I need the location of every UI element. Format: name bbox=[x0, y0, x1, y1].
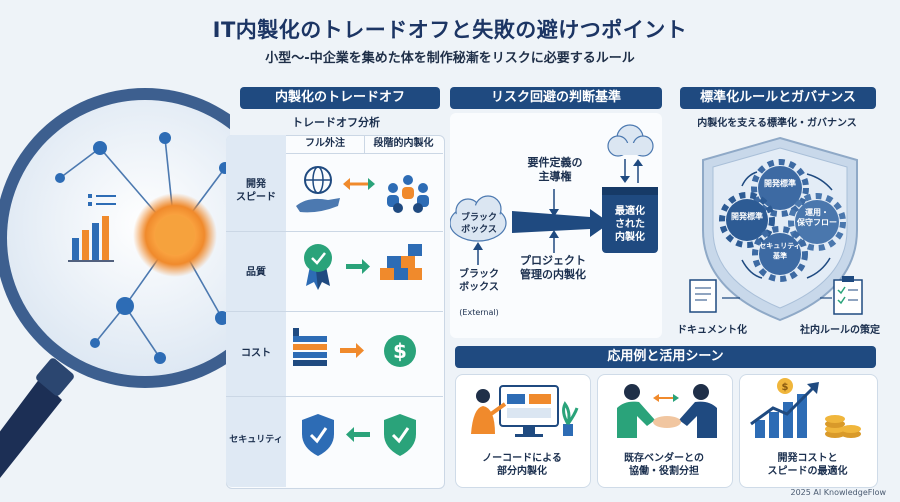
arrow-down-icon bbox=[549, 209, 559, 217]
big-arrow-icon bbox=[512, 209, 610, 237]
cloud-icon bbox=[607, 124, 654, 157]
handshake-icon bbox=[617, 384, 717, 438]
gear-icon bbox=[752, 226, 808, 282]
svg-text:$: $ bbox=[782, 382, 789, 393]
usecase-icons: $ bbox=[471, 378, 861, 438]
gear-label-dev-standard-left: 開発標準 bbox=[731, 212, 763, 221]
gear-icon bbox=[719, 192, 775, 248]
governance-document-label: ドキュメント化 bbox=[677, 325, 747, 336]
security-shield-check-icon bbox=[384, 414, 416, 456]
usecase-label-cost: 開発コストと スピードの最適化 bbox=[767, 453, 848, 477]
row-divider bbox=[226, 396, 443, 397]
person-icon bbox=[471, 389, 507, 434]
col-header-full-outsource: フル外注 bbox=[286, 135, 365, 154]
risk-cloud-label: ブラック ボックス bbox=[460, 213, 497, 235]
gear-icon bbox=[788, 193, 846, 251]
arrow-up-icon bbox=[549, 230, 559, 238]
usecase-label-nocode: ノーコードによる 部分内製化 bbox=[482, 453, 562, 477]
tradeoff-header: 内製化のトレードオフ bbox=[240, 87, 440, 109]
governance-diagram bbox=[689, 136, 863, 322]
row-label-cost: コスト bbox=[241, 348, 271, 359]
usecases-header: 応用例と活用シーン bbox=[455, 346, 876, 368]
magnifier-illustration bbox=[0, 88, 230, 478]
svg-text:$: $ bbox=[393, 339, 407, 363]
row-label-quality: 品質 bbox=[246, 267, 266, 278]
arrow-right-icon bbox=[346, 259, 370, 274]
swap-arrows-icon bbox=[343, 178, 375, 190]
risk-header: リスク回避の判断基準 bbox=[450, 87, 662, 109]
governance-subtitle: 内製化を支える標準化・ガバナンス bbox=[697, 118, 857, 129]
arrow-up-icon bbox=[473, 242, 483, 250]
gear-icon bbox=[751, 159, 809, 217]
risk-box-label: 最適化 された 内製化 bbox=[615, 206, 645, 243]
gear-label-security: セキュリティ 基準 bbox=[759, 242, 801, 260]
row-divider bbox=[226, 311, 443, 312]
gear-label-dev-standard-top: 開発標準 bbox=[764, 179, 796, 188]
arrow-up-icon bbox=[633, 159, 643, 166]
tradeoff-icons: $ bbox=[293, 166, 429, 456]
arrow-left-icon bbox=[346, 427, 370, 442]
page-title: IT内製化のトレードオフと失敗の避けつポイント bbox=[212, 18, 688, 42]
nocode-monitor-icon bbox=[499, 385, 559, 437]
security-shield-icon bbox=[302, 414, 334, 456]
risk-diagram bbox=[450, 124, 658, 265]
optimized-insourcing-box bbox=[602, 187, 658, 253]
coin-stack-icon: $ bbox=[777, 378, 861, 438]
team-icon bbox=[387, 175, 429, 213]
governance-header: 標準化ルールとガバナンス bbox=[680, 87, 876, 109]
risk-bottom-label: プロジェクト 管理の内製化 bbox=[520, 254, 586, 281]
document-icon bbox=[689, 279, 717, 313]
page-subtitle: 小型〜-中企業を集めた体を制作秘漸をリスクに必要するルール bbox=[265, 51, 635, 66]
risk-top-label: 要件定義の 主導権 bbox=[527, 156, 583, 183]
plant-icon bbox=[562, 401, 579, 436]
row-label-security: セキュリティ bbox=[229, 435, 283, 445]
col-header-gradual-insourcing: 段階的内製化 bbox=[364, 135, 443, 154]
black-box-cloud-icon bbox=[450, 195, 507, 242]
checklist-icon bbox=[833, 276, 863, 315]
quality-badge-icon bbox=[304, 244, 332, 290]
footer-credit: 2025 AI KnowledgeFlow bbox=[790, 488, 886, 497]
row-divider bbox=[226, 231, 443, 232]
cost-bars-icon bbox=[293, 328, 327, 366]
arrow-right-icon bbox=[340, 343, 364, 358]
dollar-coin-icon: $ bbox=[384, 335, 416, 367]
usecase-label-vendor: 既存ベンダーとの 協働・役割分担 bbox=[624, 453, 704, 477]
governance-rules-label: 社内ルールの策定 bbox=[800, 325, 880, 336]
gear-label-operations: 運用・ 保守フロー bbox=[797, 208, 837, 227]
globe-hand-icon bbox=[296, 166, 340, 213]
tradeoff-table-title: トレードオフ分析 bbox=[292, 116, 380, 129]
building-blocks-icon bbox=[380, 244, 422, 280]
risk-left-label: ブラック ボックス bbox=[459, 269, 499, 293]
growth-chart-icon bbox=[750, 382, 819, 438]
risk-left-sublabel: (External) bbox=[459, 308, 499, 317]
row-label-speed: 開発 スピード bbox=[236, 179, 276, 203]
arrow-down-icon bbox=[620, 176, 630, 183]
